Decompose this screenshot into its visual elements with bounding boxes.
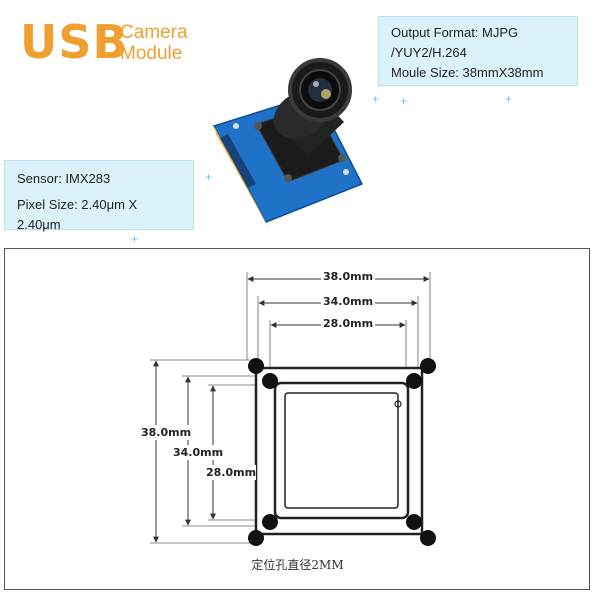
logo-subtitle: Camera Module [120,22,188,64]
dim-left-mid-label: 34.0mm [173,445,224,460]
output-format-text: Output Format: MJPG [391,25,519,40]
output-format-text-cont: /YUY2/H.264 [391,45,467,60]
dim-top-mid-label: 34.0mm [321,295,376,308]
dimension-drawing-frame [4,248,590,590]
mounting-hole-caption: 定位孔直径2MM [251,558,344,572]
dim-top-outer-label: 38.0mm [321,270,376,283]
sparkle-icon: + [131,232,139,246]
sensor-text: Sensor: IMX283 [17,171,111,186]
logo-subtitle-line1: Camera [120,22,188,43]
module-size-text: Moule Size: 38mmX38mm [391,65,544,80]
sparkle-icon: + [505,92,513,106]
dim-top-inner-label: 28.0mm [321,317,376,330]
logo-usb: USB [20,15,129,69]
sparkle-icon: + [372,92,380,106]
dim-left-inner-label: 28.0mm [206,465,257,480]
sensor-window-outline [284,392,399,509]
sparkle-icon: + [400,94,408,108]
pixel-size-text: Pixel Size: 2.40μm X 2.40μm [17,197,138,232]
output-format-panel: Output Format: MJPG /YUY2/H.264 Moule Si… [378,16,578,86]
sensor-panel: Sensor: IMX283 Pixel Size: 2.40μm X 2.40… [4,160,194,232]
logo-subtitle-line2: Module [120,43,183,64]
mounting-holes [248,358,436,546]
sparkle-icon: + [205,170,213,184]
dim-left-outer-label: 38.0mm [141,425,192,440]
camera-module-image [212,58,364,230]
